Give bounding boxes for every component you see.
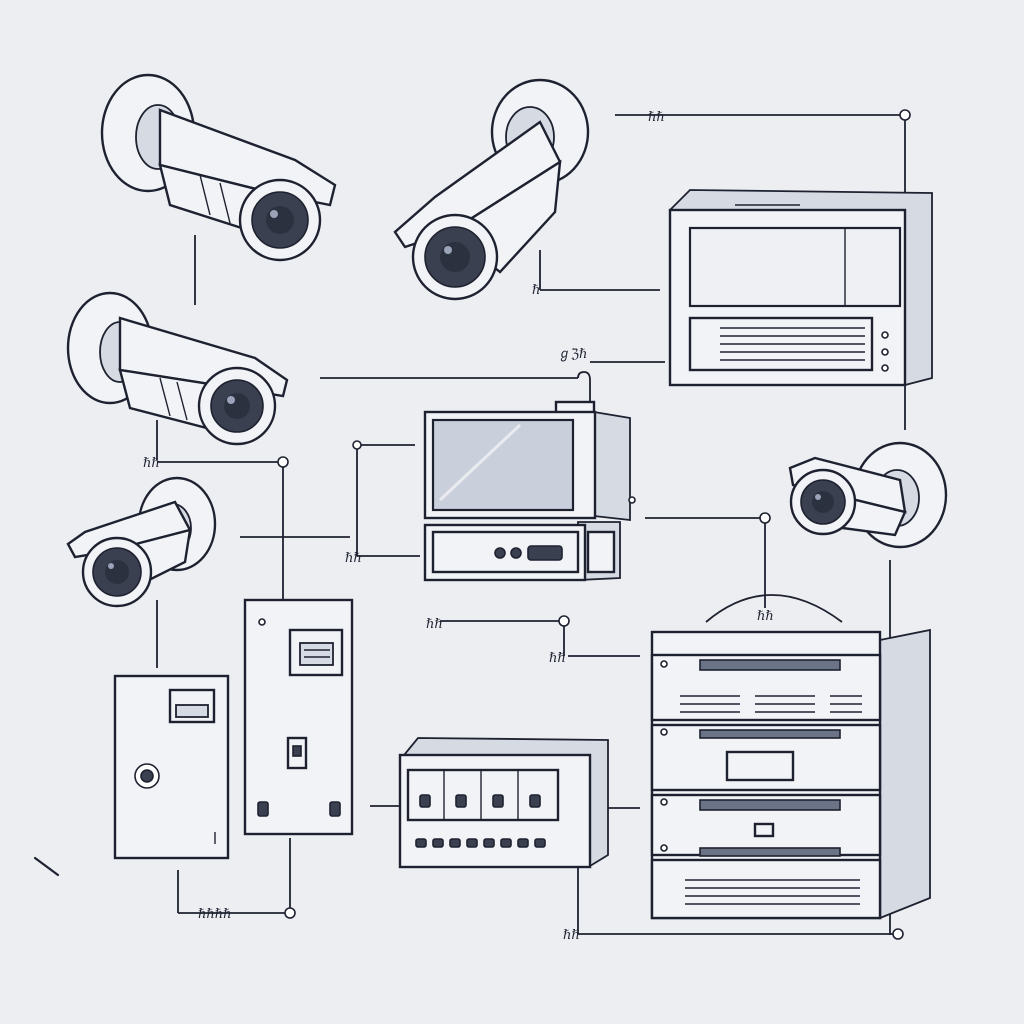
label-cam-top-right: ℏℏ <box>648 110 665 125</box>
control-panel-center-left <box>243 598 354 836</box>
node <box>284 907 296 919</box>
camera-left-middle <box>66 291 289 446</box>
camera-top-center <box>393 78 590 301</box>
stray-pen-mark <box>33 856 60 877</box>
monitor-center <box>423 400 636 522</box>
node <box>892 928 904 940</box>
label-dvr-left: ℏℏ <box>345 551 362 566</box>
diagram-labels: ℏℏ ℏ ℊℨℏ ℏℏ ℏℏ ℏℏ ℏℏ ℏℏ ℏℏℏℏ ℏℏ <box>143 110 774 943</box>
camera-left-lower <box>66 476 217 608</box>
network-switch <box>398 737 609 869</box>
nvr-recorder-top <box>668 189 933 387</box>
label-cam-top-right-side: ℏ <box>532 283 540 298</box>
label-hub-a: ℏℏ <box>426 617 443 632</box>
server-rack <box>650 628 931 920</box>
node <box>277 456 289 468</box>
dvr-unit-center <box>423 521 621 582</box>
node <box>352 440 362 450</box>
node <box>558 615 570 627</box>
label-monitor-top: ℊℨℏ <box>558 347 587 362</box>
node <box>759 512 771 524</box>
label-hub-b: ℏℏ <box>549 651 566 666</box>
camera-top-left <box>100 73 337 262</box>
label-panel-bottom: ℏℏℏℏ <box>198 907 232 922</box>
node <box>899 109 911 121</box>
wire-monitor-hook <box>577 371 591 404</box>
wire-rack-arc <box>705 594 843 623</box>
camera-right <box>788 441 948 549</box>
junction-box-left <box>113 674 230 860</box>
label-rack-top: ℏℏ <box>757 609 774 624</box>
label-rack-bottom: ℏℏ <box>563 928 580 943</box>
connection-nodes <box>277 109 911 940</box>
label-cam-left-mid: ℏℏ <box>143 456 160 471</box>
